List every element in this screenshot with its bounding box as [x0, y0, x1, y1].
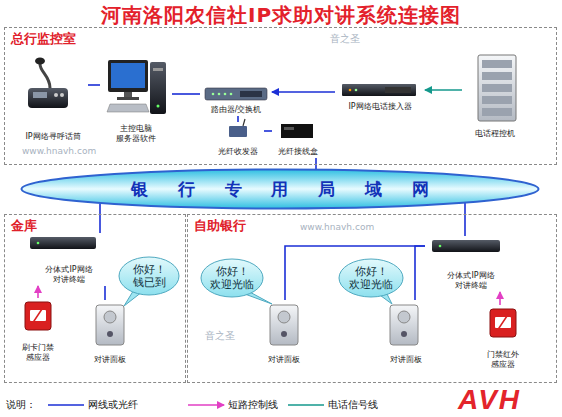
host-computer: 主控电脑 服务器软件	[100, 55, 172, 145]
node-label: 对讲面板	[390, 355, 422, 365]
node-label: 你好！ 钱已到	[127, 263, 171, 289]
connector-line	[415, 246, 425, 300]
card-reader: 刷卡门禁 感应器	[12, 298, 64, 364]
fiber-box: 光纤接线盒	[272, 122, 324, 158]
node-label: 你好！ 欢迎光临	[346, 265, 396, 291]
connector-line	[285, 246, 425, 300]
connector-line	[264, 130, 272, 132]
fiber-box-icon	[281, 124, 313, 138]
node-label: 主控电脑 服务器软件	[112, 124, 160, 144]
diagram-title: 河南洛阳农信社IP求助对讲系统连接图	[0, 3, 562, 27]
intercom-panel-icon	[96, 305, 418, 345]
fiber-transceiver: 光纤收发器	[212, 122, 264, 158]
connector-line	[499, 292, 501, 305]
router-switch: 路由器/交换机	[200, 84, 272, 116]
brand-logo: AVH	[458, 386, 521, 414]
node-label: 光纤接线盒	[278, 147, 318, 157]
connector-line	[237, 116, 239, 122]
speech-bubble: 你好！ 欢迎光临	[338, 258, 404, 298]
region-panel: 金库分体式IP网络 对讲终端刷卡门禁 感应器对讲面板 你好！ 钱已到	[5, 215, 185, 382]
speech-bubble: 你好！ 欢迎光临	[200, 258, 264, 298]
node-label: IP网络寻呼话筒	[25, 132, 80, 142]
watermark: www.hnavh.com	[22, 146, 96, 157]
connector-line	[37, 286, 39, 298]
node-label: 总行监控室	[11, 31, 76, 47]
pager-microphone: IP网络寻呼话筒	[18, 55, 88, 143]
connector-line	[104, 286, 106, 300]
node-label: 分体式IP网络 对讲终端	[40, 265, 98, 285]
watermark: 音之圣	[330, 33, 360, 45]
node-label: 你好！ 欢迎光临	[207, 265, 257, 291]
legend-text: 网线或光纤	[88, 399, 138, 411]
lan-shape	[22, 170, 539, 209]
ir-sensor: 门禁红外 感应器	[476, 305, 530, 371]
intercom-panel: 对讲面板	[378, 300, 434, 366]
connector-line	[88, 84, 100, 86]
watermark: www.hnavh.com	[300, 222, 374, 233]
node-label: 刷卡门禁 感应器	[18, 343, 58, 363]
legend-text: 电话信号线	[328, 399, 378, 411]
computer-icon	[107, 60, 166, 114]
node-label: 分体式IP网络 对讲终端	[442, 271, 500, 291]
node-label: 对讲面板	[94, 355, 126, 365]
connector-line	[315, 158, 317, 169]
intercom-terminal: 分体式IP网络 对讲终端	[25, 233, 113, 286]
node-label: 光纤收发器	[218, 147, 258, 157]
node-label: IP网络电话接入器	[348, 102, 411, 112]
gateway-icon	[342, 84, 416, 96]
node-label: 金库	[11, 218, 37, 234]
watermark: 音之圣	[205, 330, 235, 342]
node-label: 门禁红外 感应器	[483, 350, 523, 370]
connector-line	[425, 89, 462, 91]
connector-line	[272, 91, 335, 93]
node-label: 路由器/交换机	[211, 105, 262, 115]
ip-phone-gateway: IP网络电话接入器	[335, 80, 425, 113]
legend-heading: 说明：	[6, 399, 36, 411]
region-panel: 总行监控室 IP网络寻呼话筒 主控电脑 服务器软件 路由器/交换机 IP网络电话接入器电…	[5, 28, 556, 164]
connector-line	[464, 203, 466, 236]
bubble-shape	[201, 259, 263, 297]
intercom-panel: 对讲面板	[82, 300, 138, 366]
ir-sensor-icon	[490, 309, 516, 337]
node-label: 电话程控机	[475, 129, 515, 139]
pager-icon	[28, 58, 68, 109]
connector-line	[172, 93, 200, 95]
node-label: 银 行 专 用 局 域 网	[119, 179, 442, 199]
lan-ellipse: 银 行 专 用 局 域 网	[20, 168, 540, 210]
node-label: 自助银行	[194, 218, 246, 234]
speech-bubble: 你好！ 钱已到	[118, 256, 180, 296]
terminal-icon	[30, 237, 500, 252]
pbx-rack: 电话程控机	[462, 52, 528, 140]
bubble-shape	[339, 259, 403, 297]
intercom-terminal: 分体式IP网络 对讲终端	[425, 236, 517, 292]
legend-text: 短路控制线	[228, 399, 278, 411]
card-reader-icon	[25, 302, 51, 330]
connector-line	[99, 203, 101, 233]
router-icon	[205, 88, 267, 100]
region-panel: 自助银行对讲面板 你好！ 欢迎光临 你好！ 欢迎光临对讲面板 分体式IP网络 对讲终端…	[188, 215, 556, 382]
intercom-panel: 对讲面板	[256, 300, 312, 366]
pbx-icon	[478, 55, 516, 121]
node-label: 对讲面板	[268, 355, 300, 365]
bubble-shape	[119, 257, 179, 295]
